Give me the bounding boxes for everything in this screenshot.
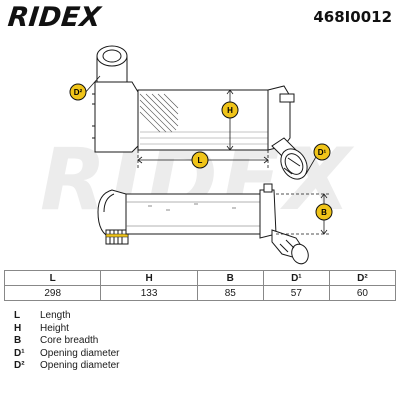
legend-key: D² [14,360,25,371]
label-d2: D² [69,83,87,101]
svg-text:D²: D² [74,88,83,97]
table-header-cell: B [196,270,264,286]
legend-item: H Height [14,323,120,336]
legend-key: D¹ [14,347,25,359]
table-cell: 298 [3,285,102,301]
table-row: 298 133 85 57 60 [3,285,397,301]
svg-text:L: L [198,156,203,165]
part-number: 468I0012 [313,8,392,26]
svg-text:D¹: D¹ [318,148,327,157]
bottom-view [97,183,309,265]
svg-text:B: B [321,208,327,217]
legend-key: B [14,335,22,346]
page-header: RIDEX 468I0012 [0,0,400,34]
table-header-cell: L [3,270,102,286]
brand-logo: RIDEX [6,2,103,33]
label-h: H [221,101,239,119]
dimensions-table: L H B D¹ D² 298 133 85 57 60 [3,270,397,301]
legend-item: D¹ Opening diameter [14,348,120,361]
legend-item: B Core breadth [14,335,120,348]
label-d1: D¹ [313,143,331,161]
legend-label: Height [40,322,69,334]
label-d2-leader [83,75,101,95]
label-l: L [191,151,209,169]
table-header-cell: H [100,270,198,286]
table-header-cell: D¹ [262,270,330,286]
legend: L Length H Height B Core breadth D¹ Open… [14,310,120,373]
table-cell: 60 [328,285,397,301]
table-header-row: L H B D¹ D² [3,270,397,286]
height-dimension [200,89,236,151]
top-view [92,45,308,180]
legend-label: Opening diameter [40,347,120,359]
legend-label: Opening diameter [40,360,120,371]
legend-label: Length [40,310,71,321]
legend-item: L Length [14,310,120,323]
table-cell: 57 [262,285,330,301]
label-b: B [315,203,333,221]
legend-key: L [14,310,21,321]
intercooler-drawing: H L D² D¹ [69,45,333,265]
legend-label: Core breadth [40,335,99,346]
table-cell: 133 [100,285,198,301]
svg-text:H: H [227,106,233,115]
legend-key: H [14,322,22,334]
table-header-cell: D² [328,270,397,286]
legend-item: D² Opening diameter [14,360,120,373]
table-cell: 85 [196,285,264,301]
